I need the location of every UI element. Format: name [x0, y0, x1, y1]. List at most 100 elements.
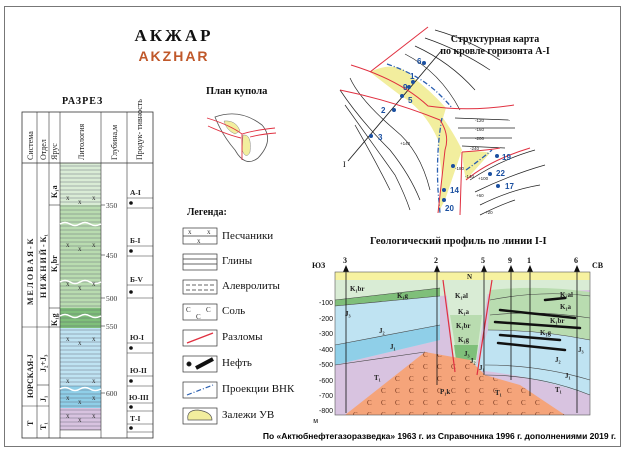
dome-plan-sketch — [206, 113, 277, 162]
legend-label-faults: Разломы — [222, 331, 263, 343]
clay-icon — [182, 253, 218, 271]
profile-direction-ne: СВ — [592, 261, 604, 270]
system-triassic: Т — [26, 420, 35, 426]
profile-well-1: 1 — [527, 256, 531, 265]
profile-direction-sw: ЮЗ — [312, 261, 325, 270]
structure-map-title-line2: по кровле горизонта А-I — [440, 46, 550, 57]
legend-label-owc: Проекции ВНК — [222, 383, 295, 395]
structure-map-title-line1: Структурная карта — [450, 34, 540, 45]
svg-text:x: x — [78, 284, 82, 292]
svg-text:x: x — [197, 237, 201, 245]
y-unit: м — [313, 418, 318, 425]
legend-label-siltstone: Алевролиты — [222, 280, 280, 292]
profile-well-5: 5 — [481, 256, 485, 265]
unit-label: J₁ — [565, 372, 571, 380]
depth-600: 600 — [106, 389, 118, 398]
unit-label: T₁ — [495, 389, 502, 397]
svg-text:x: x — [92, 241, 96, 249]
svg-text:x: x — [78, 245, 82, 253]
svg-text:x: x — [78, 398, 82, 406]
map-well-22: 22 — [496, 169, 505, 178]
contour-label: -120 — [475, 118, 485, 123]
map-well-17: 17 — [505, 182, 514, 191]
depth-550: 550 — [106, 322, 118, 331]
svg-text:x: x — [66, 194, 70, 202]
map-well-19: 19 — [502, 153, 511, 162]
siltstone-icon — [182, 279, 218, 295]
svg-text:C: C — [196, 313, 201, 321]
contour-label: +60 — [476, 193, 484, 198]
stage-k1a: K₁a — [50, 185, 59, 198]
unit-label: T₁ — [374, 374, 381, 382]
svg-text:x: x — [66, 412, 70, 420]
field-title: АКЖАР — [134, 26, 214, 45]
map-well-2: 2 — [381, 106, 386, 115]
svg-text:x: x — [66, 377, 70, 385]
unit-label: K₁br — [550, 317, 565, 325]
svg-text:x: x — [188, 228, 192, 236]
legend-title: Легенда: — [187, 207, 227, 218]
column-header-series: Отдел — [39, 139, 48, 160]
horizon-b5: Б-V — [130, 275, 143, 284]
depth-350: 350 — [106, 201, 118, 210]
horizon-t1: Т-I — [130, 414, 141, 423]
fault-icon — [182, 329, 218, 347]
y-tick: -300 — [319, 331, 333, 338]
legend-label-sandstone: Песчаники — [222, 230, 274, 242]
unit-label: K₁g — [397, 292, 409, 300]
map-well-6: 6 — [417, 57, 422, 66]
contour-label: +20 — [485, 210, 493, 215]
svg-text:x: x — [78, 416, 82, 424]
map-well-5: 5 — [408, 96, 413, 105]
unit-label: K₁br — [350, 285, 365, 293]
unit-label: K₁al — [455, 292, 468, 300]
unit-label: P₁k — [440, 388, 450, 396]
stage-k1br: K₁br — [50, 255, 59, 272]
svg-text:x: x — [78, 339, 82, 347]
horizon-yu2: Ю-II — [130, 366, 147, 375]
svg-text:x: x — [66, 280, 70, 288]
unit-label: J₃ — [464, 350, 470, 358]
horizon-yu3: Ю-III — [129, 393, 149, 402]
column-header-system: Система — [26, 131, 35, 160]
y-tick: -700 — [319, 393, 333, 400]
profile-well-3: 3 — [343, 256, 347, 265]
unit-label: K₁al — [560, 291, 573, 299]
oil-icon — [182, 355, 218, 373]
contour-label: -240 — [470, 146, 480, 151]
system-cretaceous: М Е Л О В А Я - К — [26, 238, 35, 305]
structure-map-title: Структурная карта по кровле горизонта А-… — [420, 34, 570, 58]
svg-text:x: x — [66, 394, 70, 402]
unit-label: K₁a — [560, 303, 572, 311]
svg-text:x: x — [92, 394, 96, 402]
unit-label: K₁g — [540, 329, 552, 337]
contour-label: -200 — [475, 136, 485, 141]
horizon-yu1: Ю-I — [130, 333, 144, 342]
unit-label: J₁ — [479, 364, 485, 372]
contour-label: +140 — [400, 141, 411, 146]
svg-text:C: C — [206, 306, 211, 314]
series-j2-j3: J₂+J₃ — [39, 354, 48, 372]
contour-label: +100 — [478, 176, 489, 181]
y-tick: -400 — [319, 347, 333, 354]
profile-well-2: 2 — [434, 256, 438, 265]
depth-500: 500 — [106, 294, 118, 303]
unit-label: J₁ — [390, 343, 396, 351]
figure-frame — [4, 6, 621, 447]
hydrocarbon-deposit-icon — [182, 407, 218, 425]
svg-text:x: x — [92, 377, 96, 385]
series-t1: T₁ — [39, 422, 48, 430]
map-well-14: 14 — [450, 186, 459, 195]
svg-text:x: x — [66, 241, 70, 249]
contour-label: -140 — [465, 174, 475, 179]
svg-text:x: x — [92, 335, 96, 343]
contour-label: -160 — [475, 127, 485, 132]
svg-text:C: C — [186, 306, 191, 314]
unit-label: K₁a — [458, 308, 470, 316]
unit-label: K₁br — [456, 322, 471, 330]
contour-label: -180 — [455, 166, 465, 171]
svg-text:x: x — [92, 194, 96, 202]
